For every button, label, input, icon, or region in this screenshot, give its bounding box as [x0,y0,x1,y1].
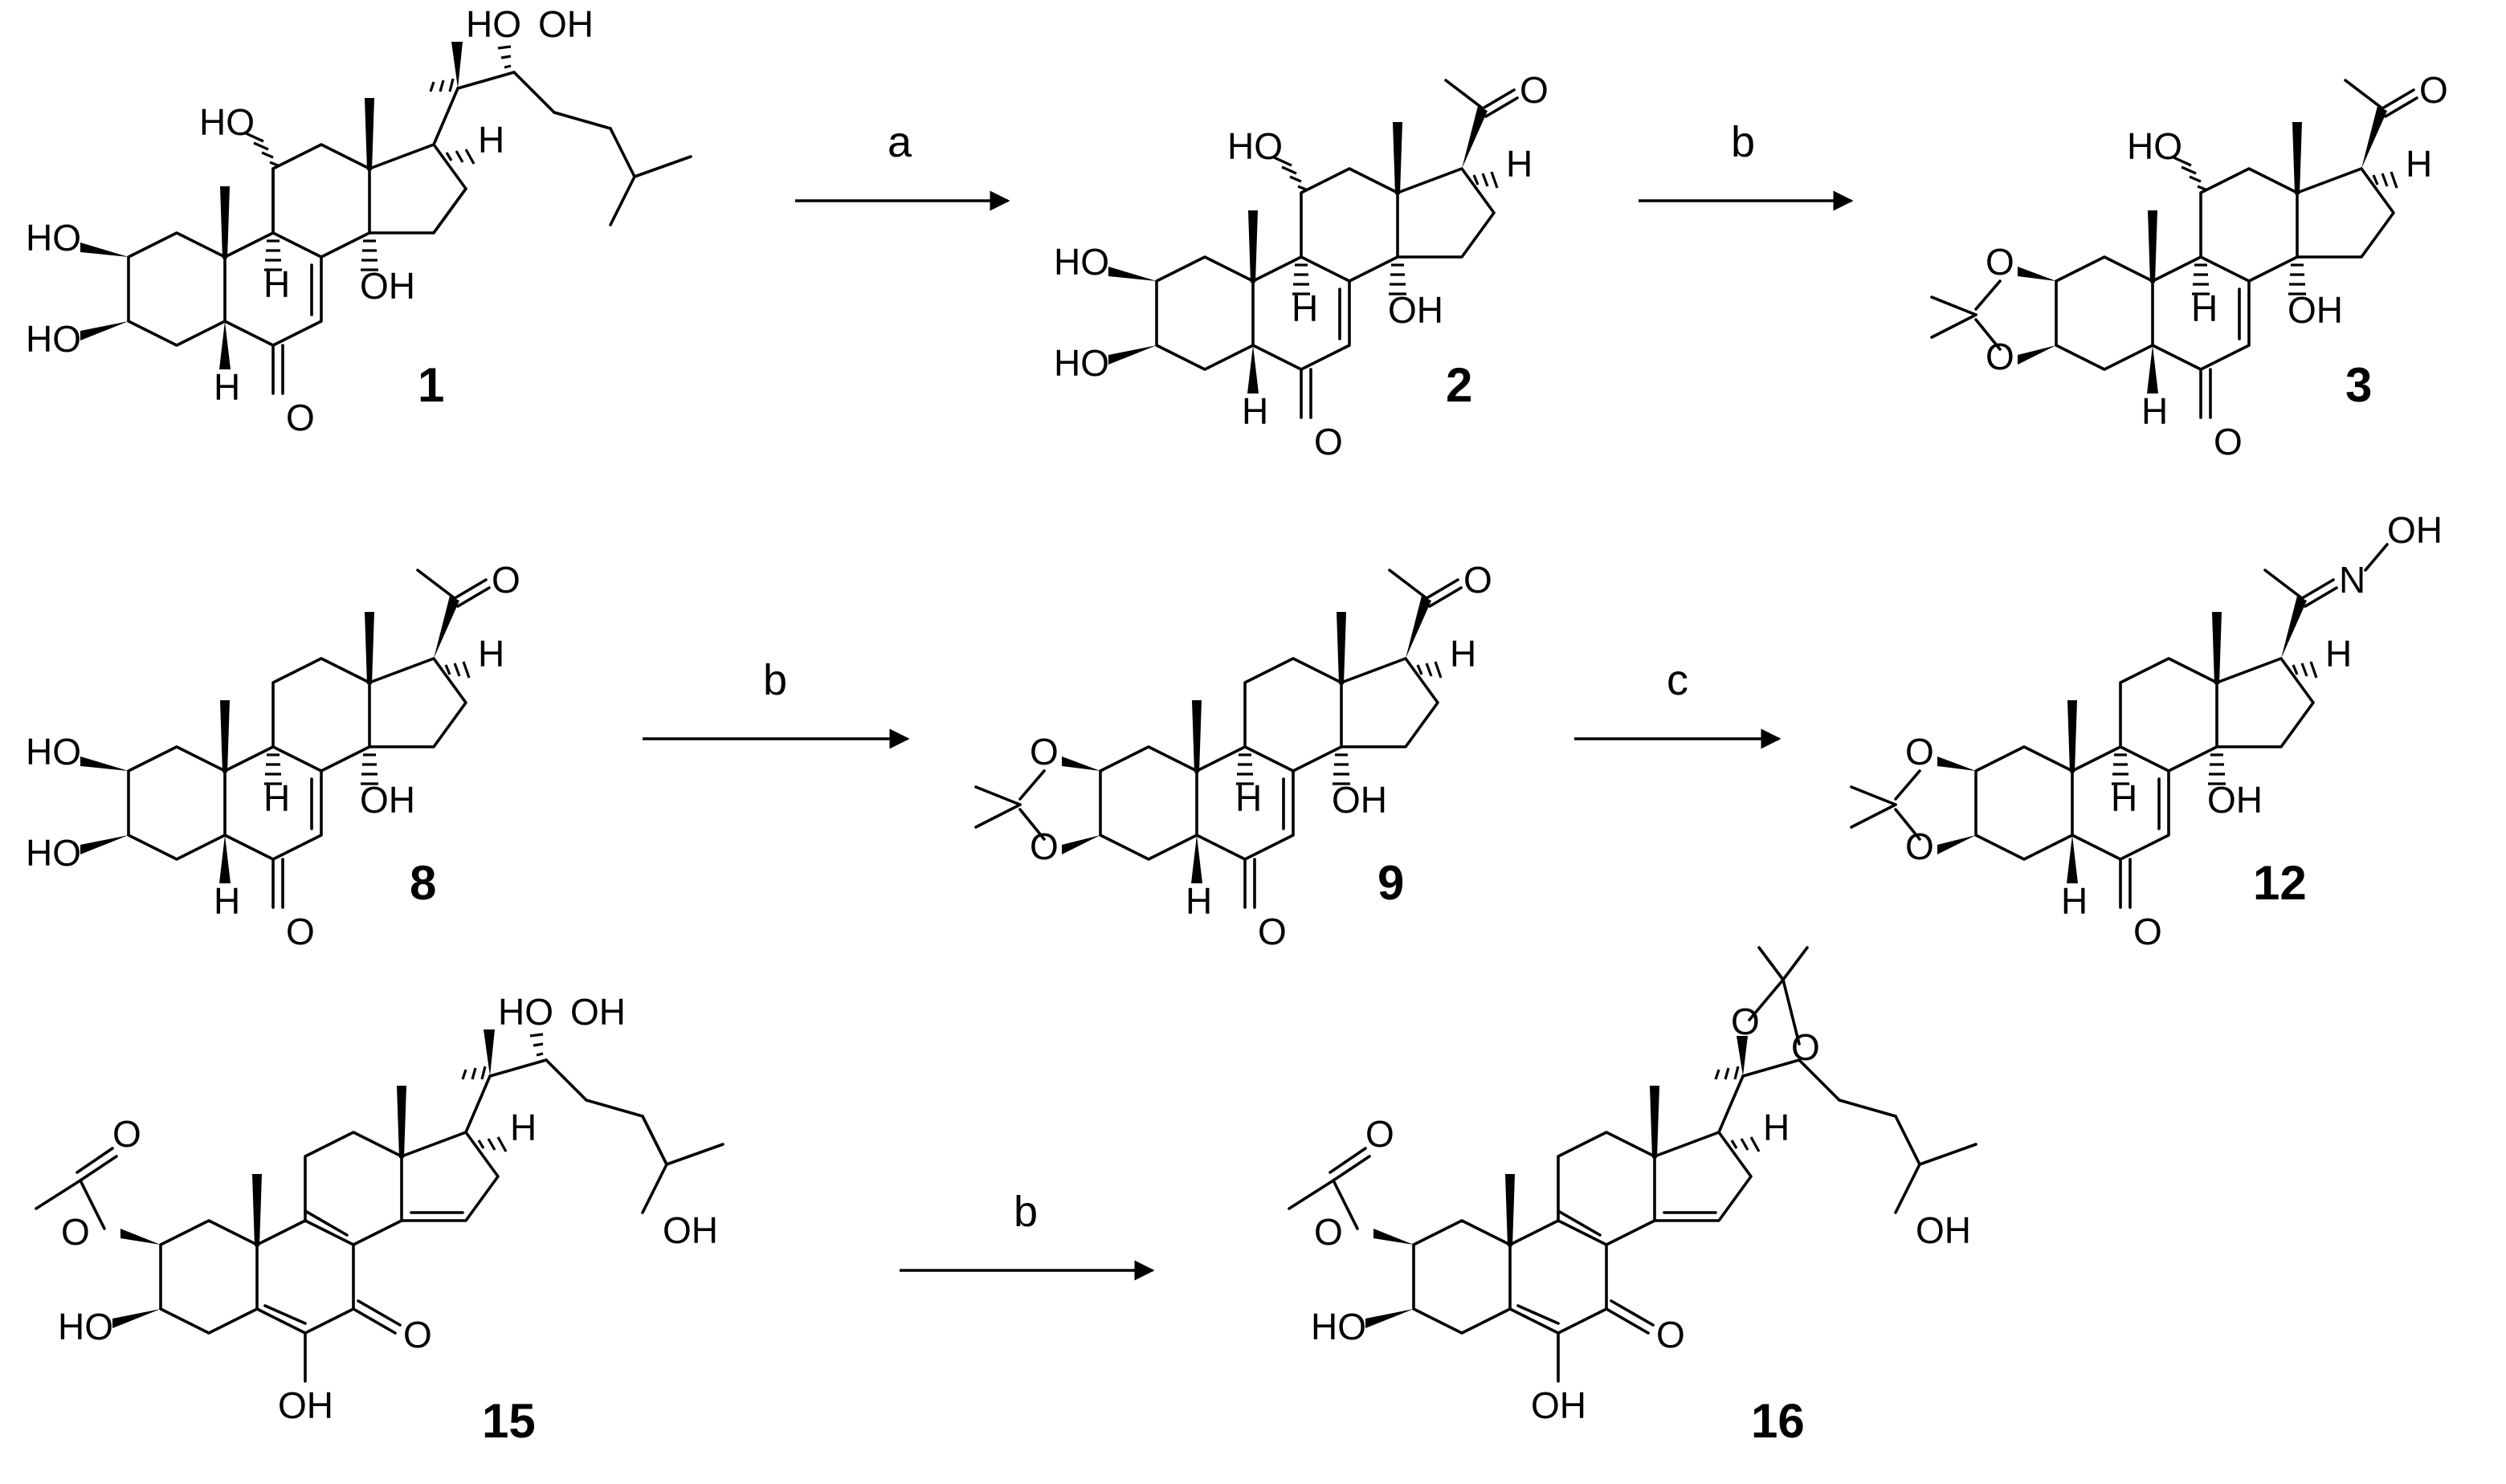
atom-label: N [2339,559,2365,601]
atom-label: H [478,633,504,675]
compound-15-structure: O O HO OH O HO OH H OH 15 [35,991,724,1448]
compound-number-9: 9 [1377,856,1404,910]
compound-8-structure: HO HO O H H H OH O 8 [26,559,520,952]
atom-label: HO [26,731,81,773]
compound-1-structure: HO HO HO HO OH H H H OH O 1 [26,3,692,438]
atom-label: OH [1388,289,1443,331]
atom-label: OH [360,779,415,821]
atom-label: H [1292,287,1318,329]
atom-label: O [1030,826,1059,867]
atom-label: OH [2288,289,2343,331]
reagent-label-b: b [1731,118,1755,166]
compound-number-12: 12 [2253,856,2307,910]
compound-number-16: 16 [1751,1394,1805,1448]
atom-label: H [214,366,240,408]
atom-label: H [1450,633,1476,675]
compound-16-structure: O O HO OH O O O H OH 16 [1288,946,1977,1448]
atom-label: H [1506,143,1533,185]
reagent-label-b: b [763,656,787,704]
atom-label: HO [26,832,81,874]
atom-label: H [2141,390,2168,432]
atom-label: O [1463,559,1492,601]
atom-label: H [214,880,240,922]
atom-label: HO [466,3,521,45]
atom-label: O [403,1314,432,1356]
compound-2-structure: HO HO HO O H H H OH O 2 [1054,69,1549,463]
atom-label: HO [498,991,553,1033]
compound-3-structure: O O HO O H H H OH O 3 [1930,69,2448,463]
atom-label: O [1986,241,2014,283]
atom-label: O [1791,1026,1820,1068]
atom-label: O [1314,1211,1343,1253]
atom-label: O [1656,1314,1685,1356]
atom-label: H [2325,633,2352,675]
compound-number-2: 2 [1446,358,1472,412]
atom-label: OH [538,3,594,45]
atom-label: HO [1227,125,1283,167]
atom-label: OH [663,1209,718,1251]
atom-label: H [1186,880,1212,922]
atom-label: O [2419,69,2448,111]
atom-label: O [2214,421,2243,463]
atom-label: O [1905,826,1934,867]
atom-label: OH [1916,1209,1971,1251]
compound-9-structure: O O O H H H OH O 9 [974,559,1492,952]
atom-label: HO [26,217,81,259]
compound-number-8: 8 [410,856,436,910]
atom-label: O [1365,1113,1394,1155]
reagent-label-c: c [1667,656,1688,704]
atom-label: H [263,777,290,819]
atom-label: H [1763,1107,1790,1148]
atom-label: H [2061,880,2088,922]
compound-number-3: 3 [2345,358,2372,412]
atom-label: OH [2207,779,2263,821]
atom-label: H [263,263,290,305]
atom-label: OH [2387,509,2443,551]
reagent-label-b: b [1014,1188,1038,1236]
atom-label: OH [1531,1384,1586,1426]
atom-label: O [1986,336,2014,377]
atom-label: OH [360,265,415,307]
atom-label: H [2111,777,2137,819]
atom-label: O [112,1113,141,1155]
atom-label: H [478,119,504,161]
compound-number-15: 15 [482,1394,536,1448]
reagent-label-a: a [888,118,912,166]
atom-label: O [286,911,315,952]
atom-label: OH [278,1384,333,1426]
atom-label: H [2191,287,2218,329]
atom-label: O [2133,911,2162,952]
atom-label: H [2406,143,2432,185]
atom-label: O [1731,1001,1760,1042]
atom-label: OH [570,991,626,1033]
compound-number-1: 1 [418,358,444,412]
atom-label: HO [1054,342,1109,384]
compound-12-structure: O O N OH H H H OH O 12 [1850,509,2443,952]
atom-label: O [1258,911,1287,952]
atom-label: H [1235,777,1262,819]
atom-label: O [492,559,520,601]
atom-label: H [1242,390,1268,432]
atom-label: HO [2127,125,2182,167]
atom-label: O [1905,731,1934,773]
atom-label: HO [1054,241,1109,283]
atom-label: HO [26,318,81,360]
atom-label: O [1314,421,1343,463]
atom-label: HO [58,1306,113,1347]
atom-label: HO [1311,1306,1366,1347]
atom-label: O [1520,69,1549,111]
atom-label: HO [199,101,255,143]
atom-label: O [286,397,315,438]
atom-label: H [510,1107,537,1148]
atom-label: OH [1332,779,1387,821]
atom-label: O [61,1211,90,1253]
atom-label: O [1030,731,1059,773]
